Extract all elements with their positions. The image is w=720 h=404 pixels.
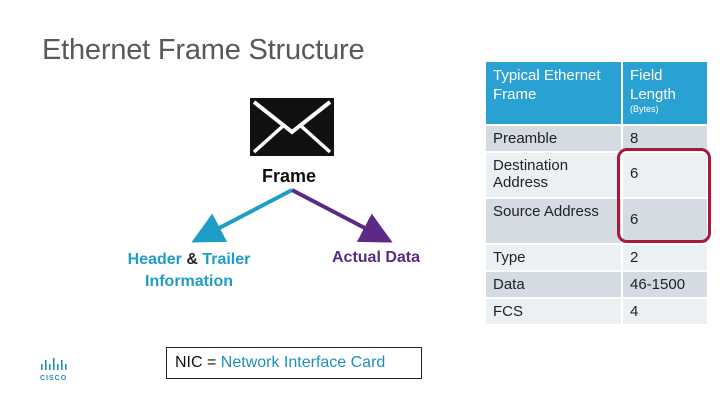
row-length: 4: [621, 297, 709, 326]
information-word: Information: [145, 273, 233, 290]
nic-abbrev: NIC =: [175, 354, 217, 371]
table-row: Source Address 6: [484, 197, 709, 245]
frame-label: Frame: [262, 166, 317, 186]
table-row: FCS 4: [484, 297, 709, 326]
cisco-logo-text: CISCO: [40, 375, 68, 382]
header-trailer-label: Header & Trailer Information: [114, 249, 264, 293]
amp-word: &: [186, 251, 198, 268]
header-length-unit: (Bytes): [630, 104, 659, 114]
cisco-logo-icon: [41, 358, 67, 370]
envelope-icon: [250, 98, 334, 156]
row-field: Source Address: [484, 197, 623, 245]
row-length: 46-1500: [621, 270, 709, 299]
slide-title: Ethernet Frame Structure: [42, 34, 365, 66]
row-length: 2: [621, 243, 709, 272]
row-field: Preamble: [484, 124, 623, 153]
table-header-row: Typical Ethernet Frame Field Length (Byt…: [484, 60, 709, 126]
arrow-to-header: [191, 188, 293, 243]
frame-structure-table: Typical Ethernet Frame Field Length (Byt…: [484, 60, 709, 326]
row-field: Data: [484, 270, 623, 299]
table-row: Type 2: [484, 243, 709, 272]
address-highlight-box: [617, 148, 711, 243]
arrow-to-data: [291, 188, 393, 243]
row-length: 6: [621, 197, 709, 245]
actual-data-label: Actual Data: [332, 249, 421, 266]
row-field: FCS: [484, 297, 623, 326]
row-length: 6: [621, 151, 709, 199]
header-field-length: Field Length (Bytes): [621, 60, 709, 126]
header-word: Header: [127, 251, 182, 268]
row-field: Destination Address: [484, 151, 623, 199]
header-length-text: Field Length: [630, 67, 676, 103]
header-field-name: Typical Ethernet Frame: [484, 60, 623, 126]
row-field: Type: [484, 243, 623, 272]
nic-definition: Network Interface Card: [220, 354, 386, 371]
table-row: Destination Address 6: [484, 151, 709, 199]
trailer-word: Trailer: [202, 251, 251, 268]
table-row: Data 46-1500: [484, 270, 709, 299]
nic-definition-box: NIC = Network Interface Card: [166, 347, 422, 379]
